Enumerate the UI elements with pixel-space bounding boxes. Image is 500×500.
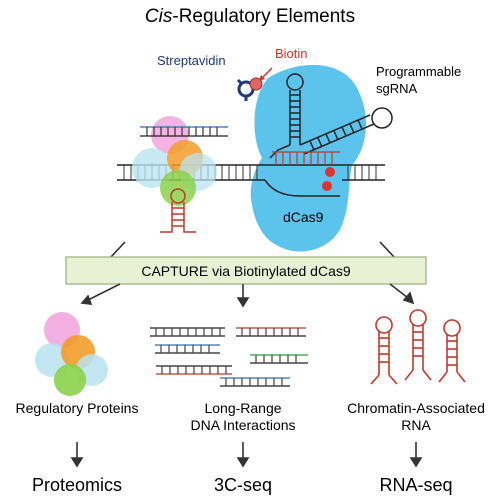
rna-hairpin-2 (404, 309, 432, 381)
protein-complex (132, 116, 228, 233)
capture-box-label: CAPTURE via Biotinylated dCas9 (141, 263, 351, 279)
output-category-line: Regulatory Proteins (16, 400, 139, 416)
rna-hairpin-3 (438, 319, 466, 383)
dcas9-label: dCas9 (283, 209, 324, 225)
regulatory-proteins-icon (35, 312, 108, 396)
nuclease-site-1 (325, 167, 335, 177)
fragment-1 (150, 327, 225, 337)
fragment-5 (156, 365, 232, 375)
output-category-line: DNA Interactions (190, 417, 295, 433)
title-rest: -Regulatory Elements (172, 6, 355, 27)
method-label: Proteomics (32, 475, 122, 495)
fragment-6 (220, 377, 290, 387)
method-label: 3C-seq (214, 475, 272, 495)
dcas9-protein (250, 64, 366, 252)
capture-box (65, 256, 427, 285)
output-category-line: Chromatin-Associated (347, 400, 485, 416)
arrows-to-outputs (80, 283, 415, 308)
dna-fragments-icon (150, 327, 308, 387)
sgrna-structure (269, 73, 393, 159)
output-column-2: Long-Range DNA Interactions (190, 400, 295, 433)
sgrna-label: sgRNA (376, 81, 418, 96)
output-column-3: Chromatin-Associated RNA (347, 400, 485, 433)
nuclease-site-2 (322, 181, 332, 191)
biotin-label: Biotin (275, 46, 308, 61)
rna-hairpin-1 (370, 316, 398, 385)
method-label: RNA-seq (379, 475, 452, 495)
fragment-3 (155, 344, 220, 354)
method-arrows (70, 442, 423, 468)
fragment-2 (236, 327, 306, 337)
output-category-line: Long-Range (204, 400, 281, 416)
arrows-to-capture (109, 241, 396, 259)
title-italic: Cis (145, 6, 173, 27)
fragment-4 (250, 354, 308, 364)
streptavidin-label: Streptavidin (157, 53, 226, 68)
rna-hairpins-icon (370, 309, 466, 385)
output-column-1: Regulatory Proteins (16, 400, 139, 416)
output-category-line: RNA (401, 417, 431, 433)
programmable-label: Programmable (376, 64, 461, 79)
diagram-title: Cis-Regulatory Elements (145, 6, 355, 27)
